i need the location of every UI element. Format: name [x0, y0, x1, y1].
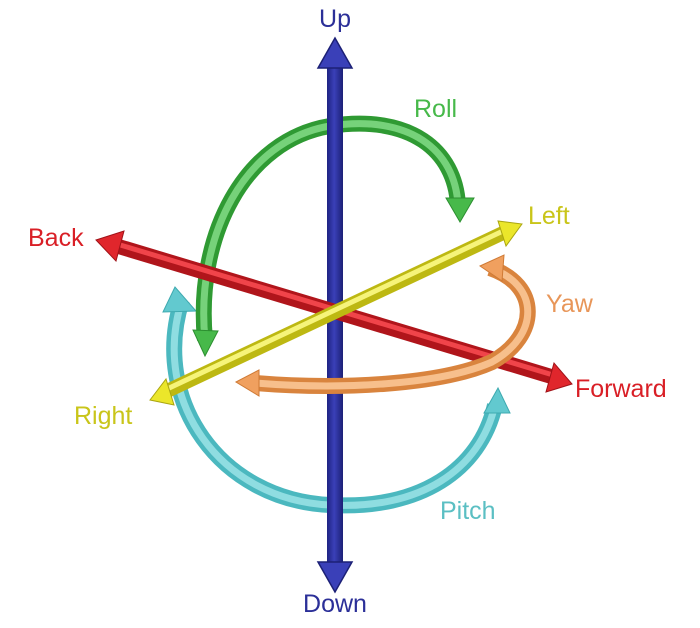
label-pitch: Pitch: [440, 497, 496, 525]
label-up: Up: [319, 5, 351, 33]
roll-arrow: [192, 115, 475, 358]
label-forward: Forward: [575, 375, 667, 403]
yaw-arrow: [234, 254, 536, 397]
lateral-axis: [149, 220, 523, 406]
label-down: Down: [303, 590, 367, 618]
label-roll: Roll: [414, 95, 457, 123]
label-left: Left: [528, 202, 570, 230]
label-yaw: Yaw: [546, 290, 594, 318]
label-right: Right: [74, 402, 132, 430]
label-back: Back: [28, 224, 84, 252]
